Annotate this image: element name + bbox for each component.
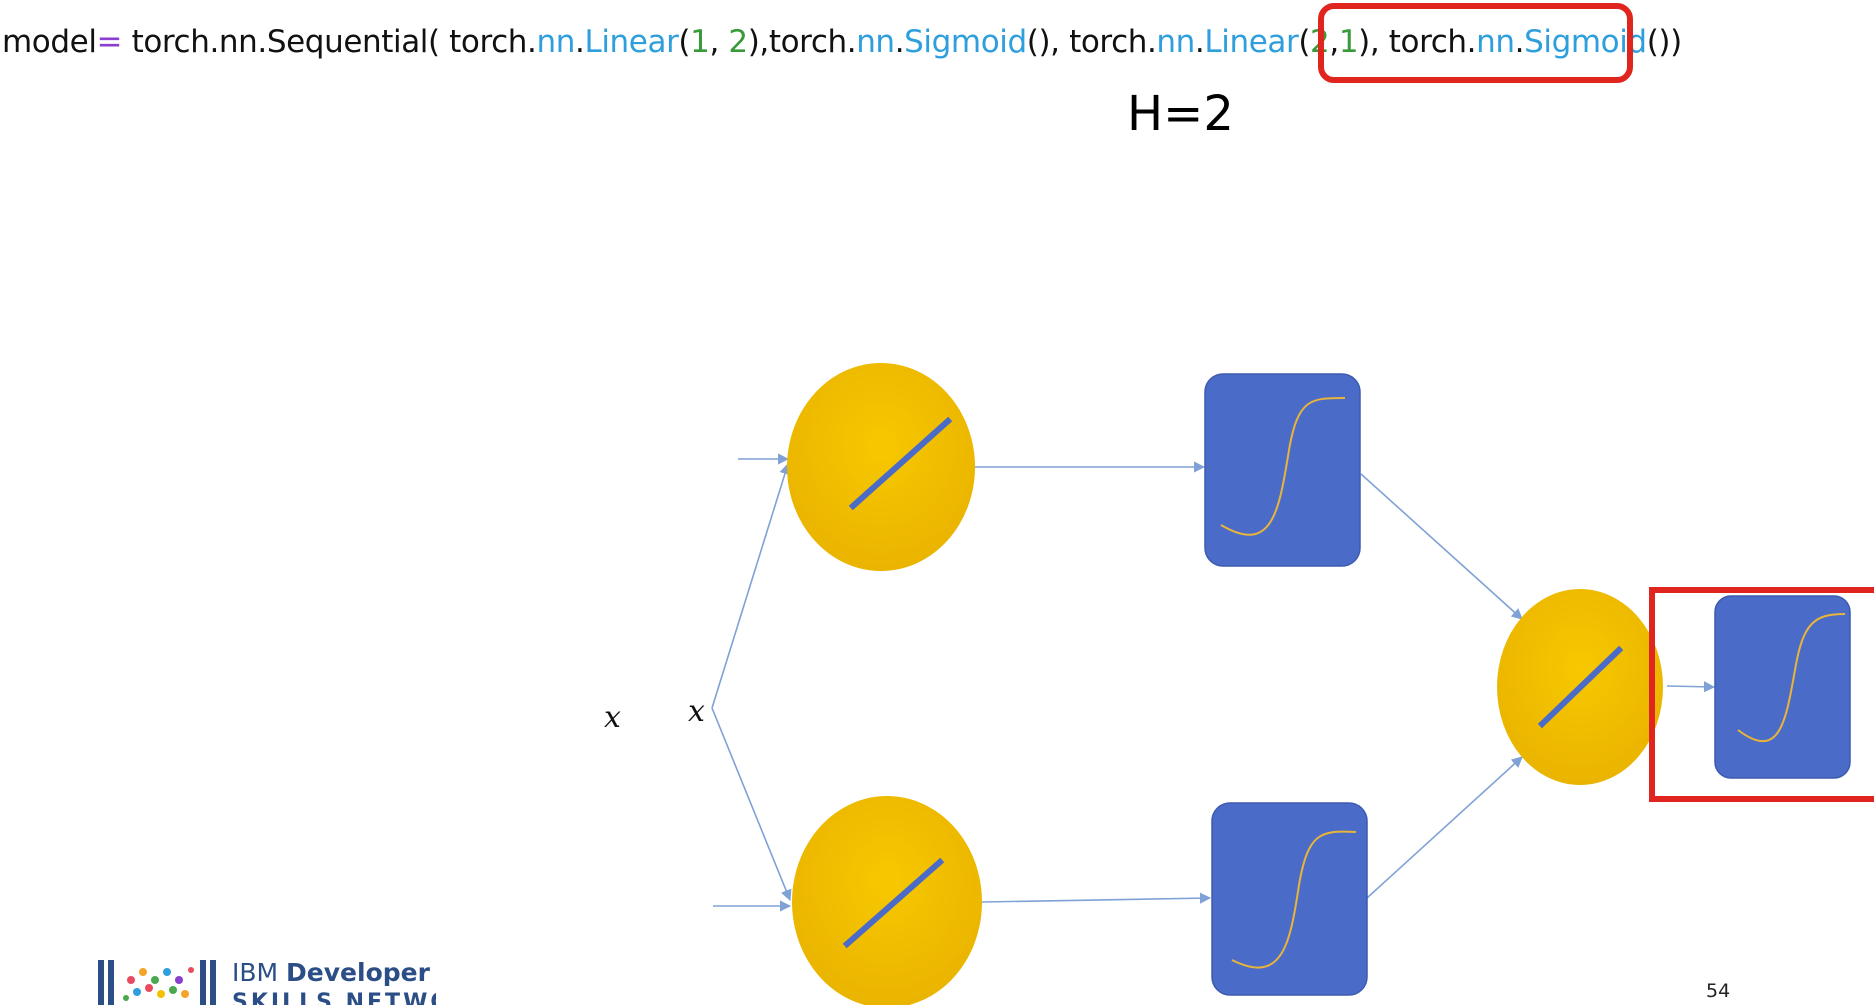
code-token: .: [575, 24, 585, 60]
logo-developer-text: Developer: [286, 958, 430, 987]
code-token: 2: [728, 24, 748, 60]
logo-ibm-text: IBM: [232, 958, 279, 987]
code-token: ,: [1329, 24, 1339, 60]
edge-split-top: [711, 462, 791, 709]
edge-output-linear-to-output-sigmoid: [1666, 681, 1716, 693]
sigmoid-activation-bottom: [1211, 802, 1368, 996]
code-token: (), torch.: [1026, 24, 1157, 60]
code-token: Linear: [584, 24, 679, 60]
code-token: (: [678, 24, 691, 60]
code-token: nn: [1476, 24, 1515, 60]
input-label-duplicate: x: [688, 700, 705, 724]
edge-sigmoid-top-to-output-linear: [1360, 473, 1523, 620]
linear-neuron-output: [1497, 589, 1663, 785]
edge-split-bottom: [711, 707, 792, 902]
code-token: =: [96, 24, 123, 60]
page-number: 54: [1706, 980, 1731, 1002]
code-token: ,: [709, 24, 729, 60]
code-token: nn: [1156, 24, 1195, 60]
code-highlight-box: [1318, 3, 1633, 83]
code-token: ), torch.: [1358, 24, 1477, 60]
edge-sigmoid-bottom-to-output-linear: [1366, 756, 1523, 899]
edges: [711, 453, 1716, 912]
sigmoid-activation-output: [1714, 595, 1851, 779]
code-line: model= torch.nn.Sequential( torch.nn.Lin…: [2, 20, 1682, 64]
network-logo-icon: [98, 960, 216, 1005]
code-token: ()): [1646, 24, 1682, 60]
input-label: x: [604, 700, 621, 735]
code-token: Sigmoid: [1524, 24, 1647, 60]
ibm-developer-logo: IBM Developer SKILLS NETWORK: [96, 950, 436, 1005]
code-token: ),torch.: [747, 24, 857, 60]
logo-brand-text: IBM Developer: [232, 958, 430, 987]
sigmoid-activation-top: [1204, 373, 1361, 567]
edge-linear-bottom-to-sigmoid-bottom: [981, 892, 1212, 904]
linear-neuron-bottom: [792, 796, 982, 1005]
code-token: 1: [1338, 24, 1359, 60]
code-token: .: [894, 24, 905, 60]
code-token: nn: [856, 24, 895, 60]
code-token: Linear: [1204, 24, 1299, 60]
code-token: Sigmoid: [904, 24, 1027, 60]
hidden-size-label: H=2: [1127, 86, 1234, 142]
logo-skills-network-text: SKILLS NETWORK: [232, 990, 436, 1005]
code-token: torch.nn.Sequential( torch.: [122, 24, 537, 60]
code-token: .: [1514, 24, 1525, 60]
linear-neuron-top: [787, 363, 975, 571]
output-highlight-box: [1649, 587, 1874, 802]
code-token: 1: [690, 24, 710, 60]
code-token: nn: [536, 24, 576, 60]
code-token: model: [2, 24, 97, 60]
code-token: (: [1298, 24, 1311, 60]
code-token: .: [1194, 24, 1205, 60]
